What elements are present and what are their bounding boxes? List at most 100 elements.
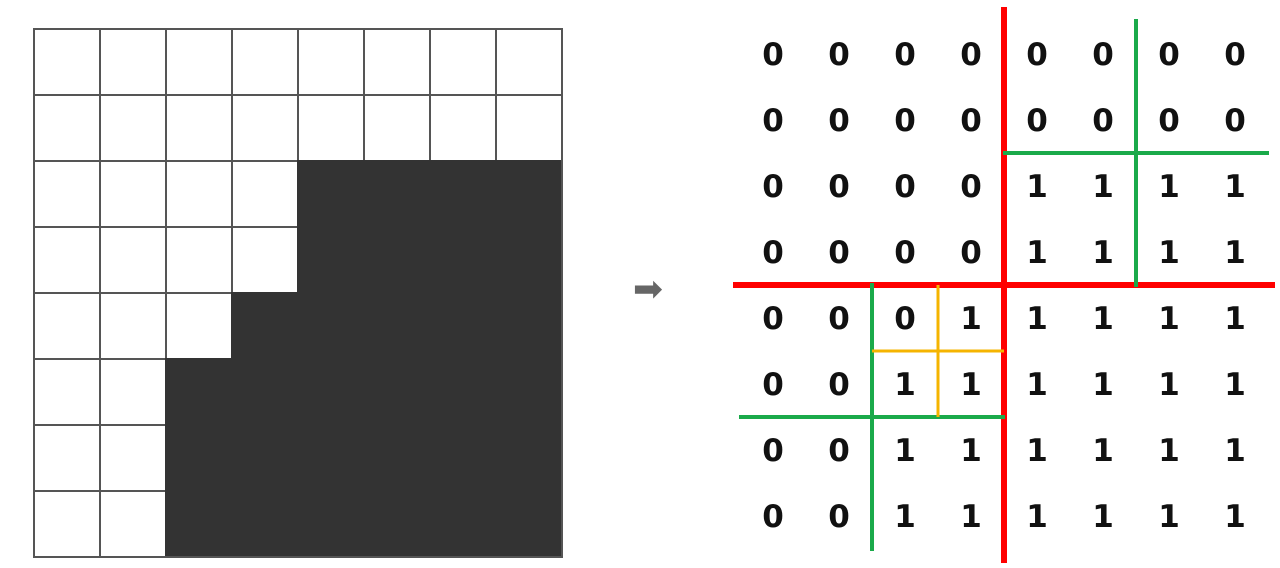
- matrix-cell: 1: [1092, 235, 1114, 271]
- matrix-cell: 0: [1092, 37, 1114, 73]
- pixel-cell-empty: [99, 94, 167, 162]
- matrix-cell: 1: [1158, 235, 1180, 271]
- pixel-cell-filled: [363, 226, 431, 294]
- matrix-cell: 0: [894, 169, 916, 205]
- pixel-cell-filled: [495, 424, 563, 492]
- matrix-cell: 0: [1092, 103, 1114, 139]
- pixel-cell-empty: [99, 424, 167, 492]
- matrix-cell: 1: [894, 499, 916, 535]
- matrix-cell: 0: [1224, 103, 1246, 139]
- matrix-cell: 0: [762, 103, 784, 139]
- pixel-cell-empty: [99, 226, 167, 294]
- matrix-cell: 1: [1092, 499, 1114, 535]
- matrix-cell: 0: [762, 235, 784, 271]
- matrix-cell: 0: [828, 433, 850, 469]
- matrix-cell: 0: [960, 37, 982, 73]
- pixel-cell-empty: [165, 28, 233, 96]
- pixel-cell-empty: [363, 94, 431, 162]
- pixel-cell-empty: [231, 226, 299, 294]
- arrow-icon: ➡: [633, 269, 663, 310]
- matrix-cell: 1: [960, 499, 982, 535]
- matrix-cell: 1: [1026, 235, 1048, 271]
- pixel-cell-filled: [495, 292, 563, 360]
- pixel-cell-filled: [363, 424, 431, 492]
- matrix-cell: 0: [762, 169, 784, 205]
- matrix-cell: 0: [960, 103, 982, 139]
- matrix-cell: 1: [1026, 433, 1048, 469]
- matrix-cell: 0: [762, 37, 784, 73]
- matrix-cell: 1: [960, 433, 982, 469]
- matrix-cell: 1: [1158, 433, 1180, 469]
- pixel-cell-filled: [165, 424, 233, 492]
- pixel-cell-empty: [33, 358, 101, 426]
- matrix-cell: 1: [960, 301, 982, 337]
- matrix-cell: 0: [828, 103, 850, 139]
- matrix-cell: 0: [894, 301, 916, 337]
- matrix-cell: 1: [1224, 235, 1246, 271]
- pixel-cell-filled: [165, 358, 233, 426]
- pixel-cell-filled: [429, 160, 497, 228]
- pixel-cell-filled: [495, 358, 563, 426]
- matrix-cell: 0: [894, 235, 916, 271]
- pixel-cell-empty: [495, 94, 563, 162]
- pixel-cell-filled: [297, 160, 365, 228]
- matrix-cell: 0: [762, 367, 784, 403]
- matrix-cell: 1: [1158, 169, 1180, 205]
- matrix-cell: 0: [828, 301, 850, 337]
- matrix-cell: 1: [1224, 433, 1246, 469]
- pixel-cell-empty: [297, 28, 365, 96]
- matrix-cell: 1: [1026, 499, 1048, 535]
- matrix-cell: 1: [1026, 301, 1048, 337]
- matrix-cell: 0: [1158, 37, 1180, 73]
- pixel-cell-empty: [231, 160, 299, 228]
- pixel-cell-empty: [33, 226, 101, 294]
- matrix-cell: 1: [1092, 301, 1114, 337]
- matrix-cell: 1: [1092, 367, 1114, 403]
- pixel-grid-border: [33, 28, 563, 558]
- matrix-cell: 0: [1026, 37, 1048, 73]
- matrix-cell: 1: [960, 367, 982, 403]
- pixel-cell-empty: [231, 28, 299, 96]
- pixel-cell-filled: [495, 226, 563, 294]
- matrix-cell: 0: [762, 499, 784, 535]
- matrix-cell: 1: [1092, 433, 1114, 469]
- matrix-cell: 1: [894, 433, 916, 469]
- matrix-cell: 1: [1158, 301, 1180, 337]
- matrix-cell: 0: [762, 433, 784, 469]
- pixel-cell-filled: [363, 292, 431, 360]
- matrix-cell: 0: [1026, 103, 1048, 139]
- matrix-cell: 0: [828, 37, 850, 73]
- pixel-cell-empty: [33, 490, 101, 558]
- matrix-cell: 1: [1026, 169, 1048, 205]
- matrix-cell: 1: [1224, 499, 1246, 535]
- pixel-cell-filled: [429, 424, 497, 492]
- pixel-cell-empty: [33, 94, 101, 162]
- pixel-cell-empty: [165, 94, 233, 162]
- pixel-cell-filled: [231, 490, 299, 558]
- pixel-cell-empty: [495, 28, 563, 96]
- matrix-cell: 0: [960, 235, 982, 271]
- pixel-cell-filled: [231, 358, 299, 426]
- pixel-cell-filled: [297, 490, 365, 558]
- pixel-cell-empty: [165, 292, 233, 360]
- matrix-cell: 1: [1158, 499, 1180, 535]
- pixel-cell-filled: [429, 292, 497, 360]
- pixel-cell-empty: [33, 160, 101, 228]
- quadtree-split-lines: [733, 7, 1275, 563]
- pixel-cell-filled: [429, 358, 497, 426]
- matrix-cell: 0: [762, 301, 784, 337]
- matrix-cell: 0: [828, 169, 850, 205]
- pixel-cell-empty: [231, 94, 299, 162]
- matrix-cell: 1: [1158, 367, 1180, 403]
- pixel-cell-empty: [33, 292, 101, 360]
- pixel-cell-empty: [297, 94, 365, 162]
- pixel-cell-filled: [297, 358, 365, 426]
- matrix-cell: 0: [828, 499, 850, 535]
- matrix-cell: 0: [828, 367, 850, 403]
- pixel-cell-empty: [33, 424, 101, 492]
- pixel-cell-filled: [297, 226, 365, 294]
- pixel-cell-filled: [363, 490, 431, 558]
- pixel-cell-empty: [99, 358, 167, 426]
- matrix-cell: 1: [1224, 301, 1246, 337]
- pixel-cell-empty: [99, 160, 167, 228]
